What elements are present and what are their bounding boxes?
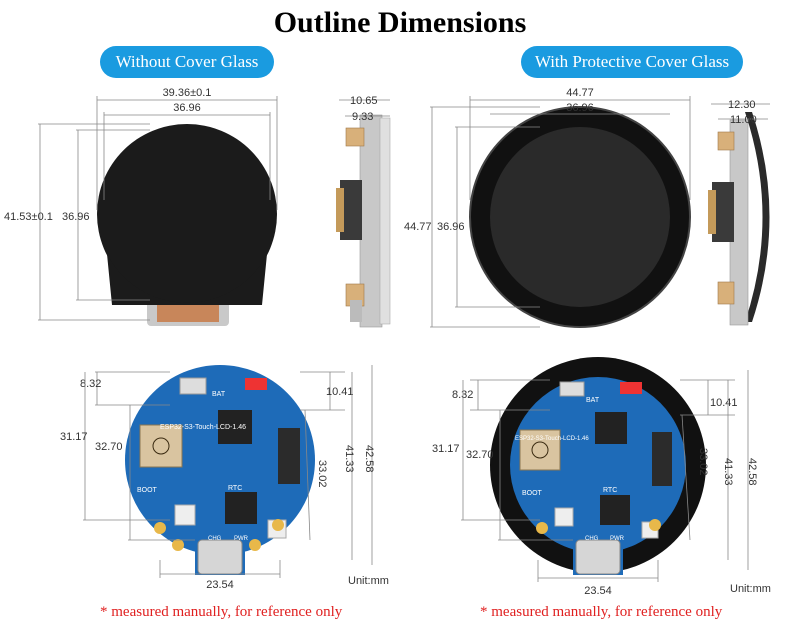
pcb-board <box>510 377 686 553</box>
chg-label: CHG <box>585 536 599 542</box>
dim-d2: 31.17 <box>60 431 88 443</box>
dim-depth-outer: 12.30 <box>728 99 756 111</box>
section-label-with-glass: With Protective Cover Glass <box>521 46 743 78</box>
dim-depth-inner: 11.00 <box>730 114 757 126</box>
display-panel <box>97 124 277 304</box>
dim-depth-inner: 9.33 <box>352 111 373 123</box>
dim-width-inner: 36.96 <box>173 102 201 114</box>
dim-d6: 41.33 <box>722 458 734 486</box>
rtc-label: RTC <box>228 485 242 492</box>
dim-height-outer: 41.53±0.1 <box>4 211 53 223</box>
dim-d7: 42.58 <box>746 458 758 486</box>
dims-back-left: 8.32 31.17 32.70 10.41 33.02 41.33 42.58… <box>60 365 389 591</box>
dims-front-right: 44.77 36.96 44.77 36.96 <box>404 87 691 328</box>
dim-d3: 32.70 <box>95 441 123 453</box>
dims-back-right: 8.32 31.17 32.70 10.41 33.02 41.33 42.58… <box>432 370 771 597</box>
bat-label: BAT <box>586 397 600 404</box>
pcb-board <box>125 365 315 555</box>
footnote-left: * measured manually, for reference only <box>100 604 343 620</box>
dim-width-inner: 36.96 <box>566 102 594 114</box>
display-panel <box>490 127 670 307</box>
dim-d1: 8.32 <box>80 378 101 390</box>
chg-label: CHG <box>208 536 222 542</box>
dims-side-left: 10.65 9.33 <box>339 95 390 123</box>
dim-d3: 32.70 <box>466 449 494 461</box>
dim-height-inner: 36.96 <box>437 221 465 233</box>
bat-label: BAT <box>212 391 226 398</box>
dim-d8: 23.54 <box>584 585 612 597</box>
usb-c-port <box>575 539 621 575</box>
front-view-without-glass <box>97 124 277 326</box>
board-model-label: ESP32-S3-Touch-LCD-1.46 <box>515 436 589 442</box>
fpc-copper <box>157 304 219 322</box>
dim-d7: 42.58 <box>363 445 375 473</box>
back-view-without-glass: BAT ESP32-S3-Touch-LCD-1.46 RTC BOOT CHG… <box>125 365 315 575</box>
dim-d2: 31.17 <box>432 443 460 455</box>
dim-d4: 10.41 <box>326 386 354 398</box>
front-view-with-glass <box>469 106 691 328</box>
page-title: Outline Dimensions <box>273 6 527 39</box>
usb-c-port <box>197 539 243 575</box>
boot-label: BOOT <box>522 490 543 497</box>
dim-d4: 10.41 <box>710 397 738 409</box>
rtc-label: RTC <box>603 487 617 494</box>
section-label-without-glass: Without Cover Glass <box>100 46 274 78</box>
unit-label: Unit:mm <box>730 583 771 595</box>
dim-width-outer: 39.36±0.1 <box>163 87 212 99</box>
boot-label: BOOT <box>137 487 158 494</box>
side-view-without-glass <box>336 114 391 328</box>
pwr-label: PWR <box>234 536 249 542</box>
dim-height-inner: 36.96 <box>62 211 90 223</box>
dim-width-outer: 44.77 <box>566 87 594 99</box>
dim-d6: 41.33 <box>343 445 355 473</box>
unit-label: Unit:mm <box>348 575 389 587</box>
dims-side-right: 12.30 11.00 <box>711 99 770 126</box>
dim-d8: 23.54 <box>206 579 234 591</box>
dims-front-left: 39.36±0.1 36.96 41.53±0.1 36.96 <box>4 87 278 321</box>
side-view-with-glass <box>708 112 770 326</box>
dim-depth-outer: 10.65 <box>350 95 378 107</box>
board-model-label: ESP32-S3-Touch-LCD-1.46 <box>160 424 246 431</box>
dim-d5: 33.02 <box>316 460 328 488</box>
pwr-label: PWR <box>610 536 625 542</box>
dim-d5: 33.02 <box>697 448 709 476</box>
footnote-right: * measured manually, for reference only <box>480 604 723 620</box>
dim-height-outer: 44.77 <box>404 221 432 233</box>
back-view-with-glass: BAT ESP32-S3-Touch-LCD-1.46 RTC BOOT CHG… <box>490 357 706 575</box>
